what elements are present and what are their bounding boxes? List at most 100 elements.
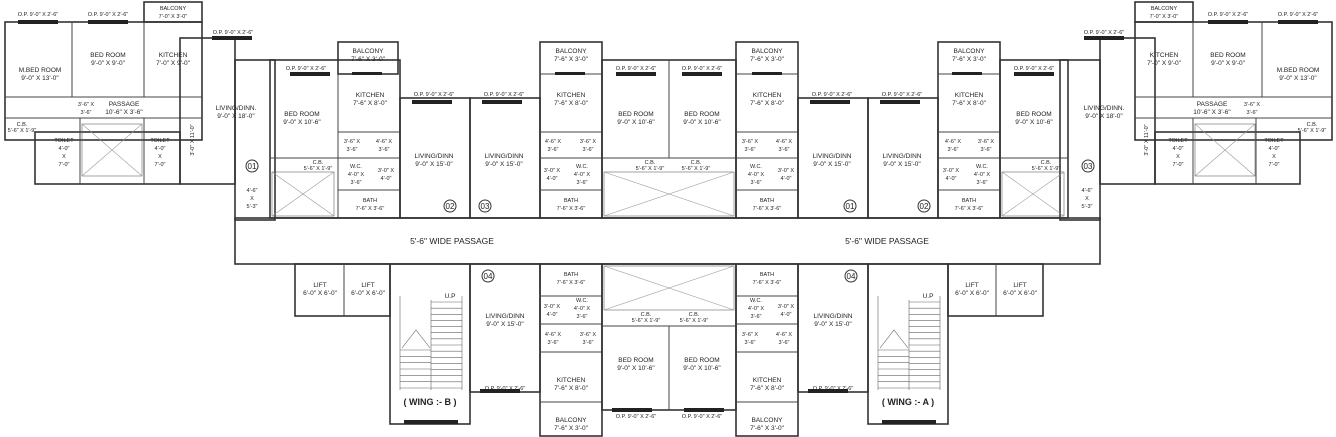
dim: 3'-6" X [978,139,994,145]
toilet-size: 4'-0" [155,146,166,152]
bed-label: BED ROOM [618,357,653,364]
unit-tag-circle [245,159,259,173]
dim: 4'-0" [946,176,957,182]
unit-tag: 03 [1084,162,1093,171]
wc-size: 3'-6" [351,180,362,186]
cb-label: C.B. [313,160,324,166]
lobby-dim: 5'-3" [247,204,258,210]
dim: 3'-6" [948,147,959,153]
wing-label: ( WING :- A ) [882,397,934,407]
stair-wing-b [399,296,463,424]
dim: 3'-6" [779,147,790,153]
up-label: U.P [923,293,934,300]
unit-tag-circle [481,269,495,283]
living-label: LIVING/DINN [812,153,851,160]
kitchen-label: KITCHEN [557,92,586,99]
dim: 3'-6" [347,147,358,153]
passage-label: PASSAGE [1197,101,1228,108]
bed-size: 9'-0" X 10'-6" [283,119,321,126]
toilet-label: TOILET [1168,138,1188,144]
kitchen-size: 7'-0" X 9'-0" [1147,60,1182,67]
mbed-size: 9'-0" X 13'-0" [1279,75,1317,82]
passage-size: 10'-6" X 3'-6" [1193,109,1231,116]
bed-size: 9'-0" X 10'-6" [683,119,721,126]
lobby-dim: X [1085,196,1089,202]
balcony-label: BALCONY [751,48,783,55]
op-label: O.P. 9'-0" X 2'-6" [813,386,853,392]
dim: 4'-6" X [776,332,792,338]
cb-label: C.B. [17,122,28,128]
dim: 3'-6" [745,147,756,153]
cb-size: 5'-6" X 1'-9" [632,318,661,324]
passage-label: PASSAGE [109,101,140,108]
vertical-dim: 3'-0" X 11'-0" [1144,124,1150,155]
living-size: 9'-0" X 18'-0" [1085,113,1123,120]
living-label: LIVING/DINN. [1084,105,1125,112]
kitchen-label: KITCHEN [557,377,586,384]
wc-size: 4'-0" X [348,172,364,178]
toilet-x: X [158,154,162,160]
dim: 4'-6" X [776,139,792,145]
toilet-label: TOILET [150,138,170,144]
lift-label: LIFT [361,282,374,289]
cb-label: C.B. [691,160,702,166]
unit-tag-circle [478,199,492,213]
living-size: 9'-0" X 15'-0" [814,321,852,328]
balcony-size: 7'-6" X 3'-0" [952,56,987,63]
wc-size: 3'-6" [751,314,762,320]
bath-label: BATH [564,198,578,204]
kitchen-size: 7'-0" X 9'-0" [156,60,191,67]
bath-size: 7'-6" X 3'-6" [955,206,984,212]
dim: 3'-6" [379,147,390,153]
dim: 3'-6" [548,147,559,153]
unit-tag-circle [917,199,931,213]
living-size: 9'-0" X 15'-0" [415,161,453,168]
kitchen-size: 7'-6" X 8'-0" [554,385,589,392]
op-label: O.P. 9'-0" X 2'-6" [616,66,656,72]
dim: 4'-0" [547,312,558,318]
op-label: O.P. 9'-0" X 2'-6" [18,12,58,18]
vertical-dim: 3'-0" X 11'-0" [190,124,196,155]
balcony-size: 7'-0" X 3'-0" [159,14,188,20]
passage-label-right: 5'-6" WIDE PASSAGE [845,236,929,246]
dim: 3'-6" [981,147,992,153]
bath-label: BATH [363,198,377,204]
lobby-dim: 4'-6" [1082,188,1093,194]
lift-size: 6'-0" X 6'-0" [351,290,386,297]
wc-size: 4'-0" X [574,172,590,178]
cb-size: 5'-6" X 1'-9" [1298,128,1327,134]
dim: 3'-6" X [344,139,360,145]
lift-label: LIFT [965,282,978,289]
lobby-dim: X [250,196,254,202]
unit-tag: 01 [248,162,257,171]
openings [18,20,1318,412]
bath-size: 7'-6" X 3'-6" [753,206,782,212]
bed-label: BED ROOM [1016,111,1051,118]
wing-label: ( WING :- B ) [404,397,457,407]
op-label: O.P. 9'-0" X 2'-6" [485,386,525,392]
passage-size: 10'-6" X 3'-6" [105,109,143,116]
unit-tag: 02 [446,202,455,211]
op-label: O.P. 9'-0" X 2'-6" [1278,12,1318,18]
bath-label: BATH [760,198,774,204]
kitchen-size: 7'-6" X 8'-0" [554,100,589,107]
kitchen-size: 7'-6" X 8'-0" [952,100,987,107]
living-size: 9'-0" X 18'-0" [217,113,255,120]
dim: 4'-0" [547,176,558,182]
bath-label: BATH [962,198,976,204]
unit-tag-circle [443,199,457,213]
op-label: O.P. 9'-0" X 2'-6" [1014,66,1054,72]
kitchen-label: KITCHEN [1150,52,1179,59]
toilet-label: TOILET [54,138,74,144]
dim: 3'-0" X [778,304,794,310]
op-label: O.P. 9'-0" X 2'-6" [88,12,128,18]
dim: 3'-0" X [544,304,560,310]
dim: 4'-6" X [376,139,392,145]
toilet-size: 4'-0" [59,146,70,152]
balcony-size: 7'-6" X 3'-0" [351,56,386,63]
dim: 3'-6" [583,340,594,346]
walls [4,1,1333,437]
bottom-center: BATH 7'-6" X 3'-6" W.C. 4'-0" X 3'-6" 3'… [544,272,794,432]
dim: 3'-6" [745,340,756,346]
unit-tag-circle [844,269,858,283]
